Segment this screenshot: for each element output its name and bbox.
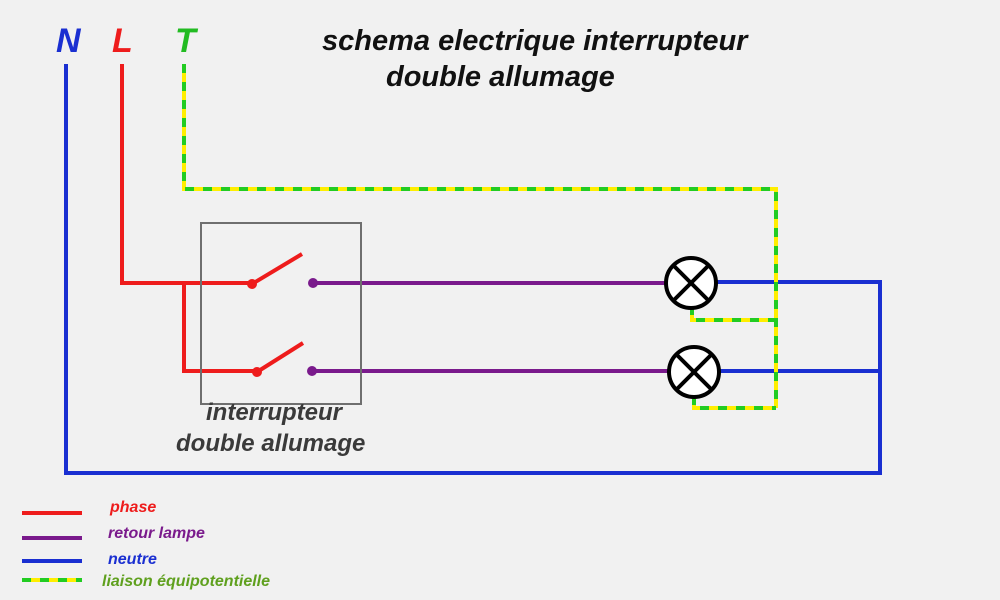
lamp-2-icon	[667, 345, 721, 399]
switch-contact-2	[255, 341, 305, 374]
terminal-neutral-label: N	[56, 22, 82, 60]
legend: phase retour lampe neutre liaison équipo…	[22, 499, 270, 590]
terminal-earth-label: T	[175, 22, 199, 60]
switch-pivot-2	[252, 367, 262, 377]
legend-label-phase: phase	[109, 499, 156, 516]
diagram-title-line2: double allumage	[386, 61, 615, 93]
legend-label-liaison: liaison équipotentielle	[102, 573, 270, 590]
phase-wire-main	[120, 64, 254, 285]
legend-label-retour: retour lampe	[108, 525, 205, 542]
earth-wire-lamp2	[692, 396, 776, 410]
terminal-phase-label: L	[112, 22, 133, 60]
neutral-wire-main	[64, 64, 882, 475]
diagram-title-line1: schema electrique interrupteur	[322, 25, 749, 57]
lamp-1-icon	[664, 256, 718, 310]
legend-label-neutre: neutre	[108, 551, 157, 568]
switch-terminal-1	[308, 278, 318, 288]
switch-box	[200, 222, 362, 405]
switch-terminal-2	[307, 366, 317, 376]
earth-wire-lamp1	[690, 306, 776, 322]
earth-wire-main	[182, 64, 778, 408]
switch-label-line1: interrupteur	[206, 399, 344, 426]
switch-pivot-1	[247, 279, 257, 289]
switch-contact-1	[250, 252, 304, 286]
phase-wire-branch	[182, 281, 259, 373]
switch-label-line2: double allumage	[176, 430, 365, 457]
